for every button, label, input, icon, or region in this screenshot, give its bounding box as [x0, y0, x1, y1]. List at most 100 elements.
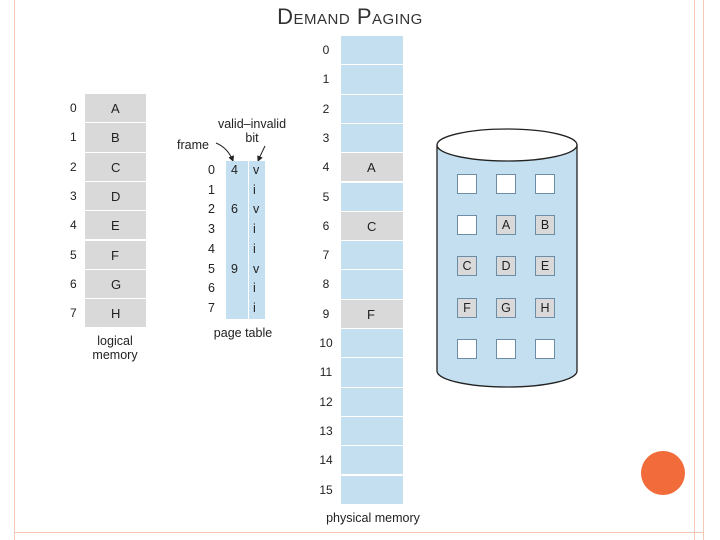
page-table-index: 1 [208, 182, 215, 197]
logical-page-cell: E [85, 211, 146, 241]
disk-block: D [496, 256, 516, 276]
physical-frame-cell [341, 446, 403, 476]
disk-block: A [496, 215, 516, 235]
physical-frame-cell: F [341, 299, 403, 329]
page-table-frame: 6 [231, 202, 238, 217]
page-table-index: 5 [208, 261, 215, 276]
physical-frame-cell [341, 123, 403, 154]
physical-frame-cell [341, 241, 403, 271]
logical-memory-caption-text: logical memory [92, 334, 138, 362]
disk-block [496, 339, 516, 359]
disk-block: E [535, 256, 555, 276]
disk-block [496, 174, 516, 194]
logical-page-cell: H [85, 299, 146, 329]
page-table-bit: i [253, 300, 256, 315]
page-table-bit: v [253, 261, 260, 276]
physical-frame-cell [341, 329, 403, 359]
physical-frame-index: 4 [322, 160, 330, 175]
logical-page-cell: B [85, 123, 146, 153]
page-table-index: 3 [208, 222, 215, 237]
physical-frame-index: 12 [319, 394, 333, 409]
disk-block [457, 174, 477, 194]
logical-page-index: 2 [70, 159, 77, 174]
valid-invalid-label-text: valid–invalid bit [217, 117, 287, 145]
decorative-accent-circle [641, 451, 685, 495]
physical-frame-index: 5 [322, 189, 330, 204]
page-table-index: 2 [208, 202, 215, 217]
physical-frame-index: 9 [322, 306, 330, 321]
physical-frame-cell [341, 182, 403, 212]
logical-page-index: 5 [70, 247, 77, 262]
slide-frame-left [14, 0, 15, 540]
physical-frame-cell [341, 358, 403, 388]
logical-page-index: 1 [70, 130, 77, 145]
page-table-bit: v [253, 163, 260, 177]
physical-frame-index: 10 [319, 336, 333, 350]
page-table-frame: 9 [231, 261, 238, 276]
physical-frame-index: 3 [322, 130, 330, 145]
physical-frame-index: 13 [319, 423, 333, 438]
disk-block [535, 339, 555, 359]
physical-frame-index: 7 [322, 248, 330, 263]
frame-arrow [215, 142, 235, 162]
logical-page-cell: G [85, 269, 146, 300]
physical-frame-index: 11 [319, 365, 333, 380]
physical-frame-cell [341, 36, 403, 66]
physical-frame-index: 0 [322, 43, 330, 57]
page-table-bit: v [253, 202, 260, 217]
page-table-index: 0 [208, 163, 215, 177]
frame-label: frame [177, 138, 209, 152]
physical-frame-cell: C [341, 211, 403, 242]
logical-page-cell: C [85, 152, 146, 182]
disk-block [535, 174, 555, 194]
logical-page-cell: F [85, 240, 146, 270]
physical-frame-cell [341, 475, 403, 505]
logical-page-cell: D [85, 181, 146, 212]
logical-page-cell: A [85, 94, 146, 124]
slide-frame-right-2 [703, 0, 704, 540]
logical-memory-caption: logical memory [80, 334, 150, 362]
slide-frame-bottom [14, 532, 704, 533]
valid-invalid-label: valid–invalid bit [210, 117, 294, 145]
physical-frame-index: 8 [322, 277, 330, 292]
disk-block [457, 215, 477, 235]
disk-block: G [496, 298, 516, 318]
logical-page-index: 6 [70, 276, 77, 291]
physical-frame-cell [341, 65, 403, 95]
page-table-bit: i [253, 281, 256, 296]
page-table-frame-column [226, 161, 248, 319]
logical-page-index: 4 [70, 218, 77, 233]
physical-frame-cell [341, 270, 403, 300]
logical-page-index: 7 [70, 306, 77, 321]
disk-block: H [535, 298, 555, 318]
bit-arrow [257, 145, 266, 162]
physical-frame-index: 14 [319, 453, 333, 468]
disk-top [436, 128, 578, 162]
page-table-frame: 4 [231, 163, 238, 177]
page-table-index: 6 [208, 281, 215, 296]
disk-block: C [457, 256, 477, 276]
physical-frame-index: 6 [322, 218, 330, 233]
physical-frame-cell [341, 416, 403, 447]
slide-title: Demand Paging [277, 4, 423, 29]
physical-frame-cell [341, 387, 403, 417]
physical-frame-cell [341, 94, 403, 124]
disk-block: B [535, 215, 555, 235]
logical-page-index: 0 [70, 101, 77, 115]
physical-memory-caption: physical memory [326, 511, 420, 525]
slide-frame-right-1 [694, 0, 695, 540]
page-table-bit-column [249, 161, 265, 319]
physical-frame-index: 2 [322, 101, 330, 116]
page-table-index: 4 [208, 241, 215, 256]
page-table-index: 7 [208, 300, 215, 315]
page-table-caption: page table [213, 326, 273, 340]
page-table-bit: i [253, 222, 256, 237]
physical-frame-index: 1 [322, 72, 330, 87]
physical-frame-index: 15 [319, 482, 333, 497]
page-table-bit: i [253, 182, 256, 197]
disk-block [457, 339, 477, 359]
physical-frame-cell: A [341, 153, 403, 183]
logical-page-index: 3 [70, 188, 77, 203]
disk-block: F [457, 298, 477, 318]
page-table-bit: i [253, 241, 256, 256]
